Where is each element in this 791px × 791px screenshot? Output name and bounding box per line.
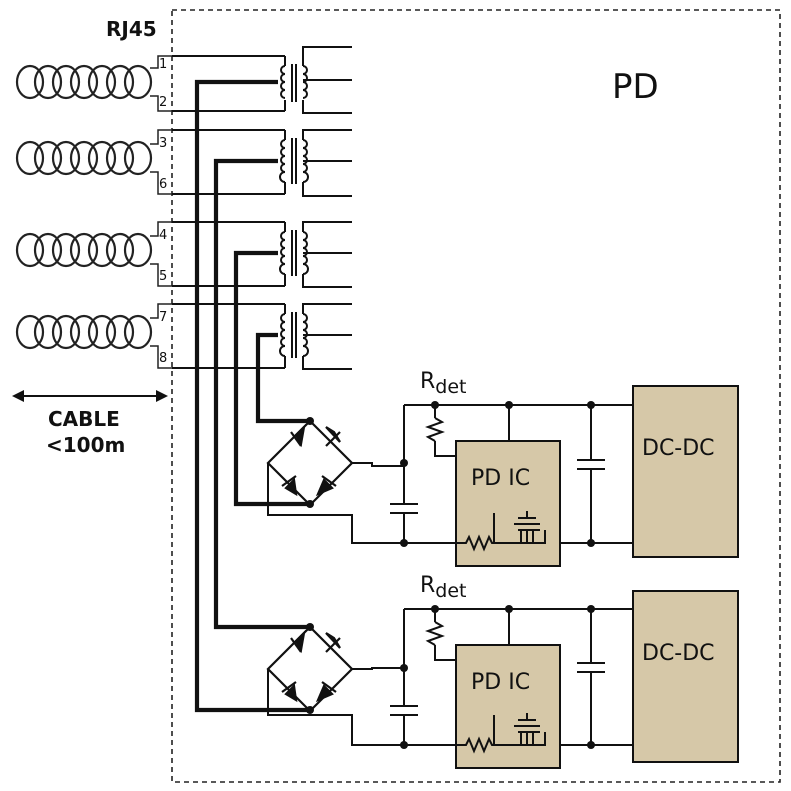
cable-pair-2 [15,140,153,176]
pin-numbers: 1 2 3 6 4 5 7 8 [159,57,167,366]
center-tap-wiring [194,79,310,713]
pd-stage-2-wiring [267,608,633,746]
rj45-label: RJ45 [106,17,157,41]
bridge-rectifier-1-icon [266,419,354,507]
transformer-3-icon [279,230,309,276]
pin-label: 7 [159,310,167,325]
dcdc-2-label: DC-DC [642,641,715,666]
rdet-main: R [420,369,435,394]
pd-ic-2-block [455,644,561,769]
cable-label: CABLE [48,407,120,431]
rdet-2-label: Rdet [420,573,467,602]
cable-length-arrow [12,390,168,402]
pin-label: 3 [159,136,167,151]
pd-stage-1-wiring [267,404,633,544]
transformer-icons [279,64,309,358]
thin-wiring [172,46,352,370]
pd-ic-2-label: PD IC [471,670,530,695]
transformer-1-icon [280,64,308,102]
rdet-sub: det [435,580,466,602]
pd-ic-internals [456,511,546,754]
pin-label: 5 [159,269,167,284]
pd-ic-1-label: PD IC [471,466,530,491]
pin-label: 4 [159,228,167,243]
rdet-1-label: Rdet [420,369,467,398]
cable-length-label: <100m [46,433,125,457]
cable-pair-1 [15,64,153,100]
pin-label: 1 [159,57,167,72]
pd-ic-1-block [455,440,561,567]
pd-boundary [171,9,781,783]
bridge-rectifiers [266,419,354,713]
cable-pair-3 [15,232,153,268]
twisted-pair-cables [15,64,153,350]
dcdc-1-block [632,385,739,558]
bridge-rectifier-2-icon [266,625,354,713]
pd-label: PD [612,67,659,107]
cable-pair-4 [15,314,153,350]
dcdc-1-label: DC-DC [642,436,715,461]
pin-label: 8 [159,351,167,366]
pin-label: 2 [159,95,167,110]
rj45-pin-brackets [150,55,172,369]
rdet-sub: det [435,376,466,398]
transformer-2-icon [279,138,309,184]
dcdc-2-block [632,590,739,763]
rdet-main: R [420,573,435,598]
pin-label: 6 [159,177,167,192]
transformer-4-icon [279,312,309,358]
